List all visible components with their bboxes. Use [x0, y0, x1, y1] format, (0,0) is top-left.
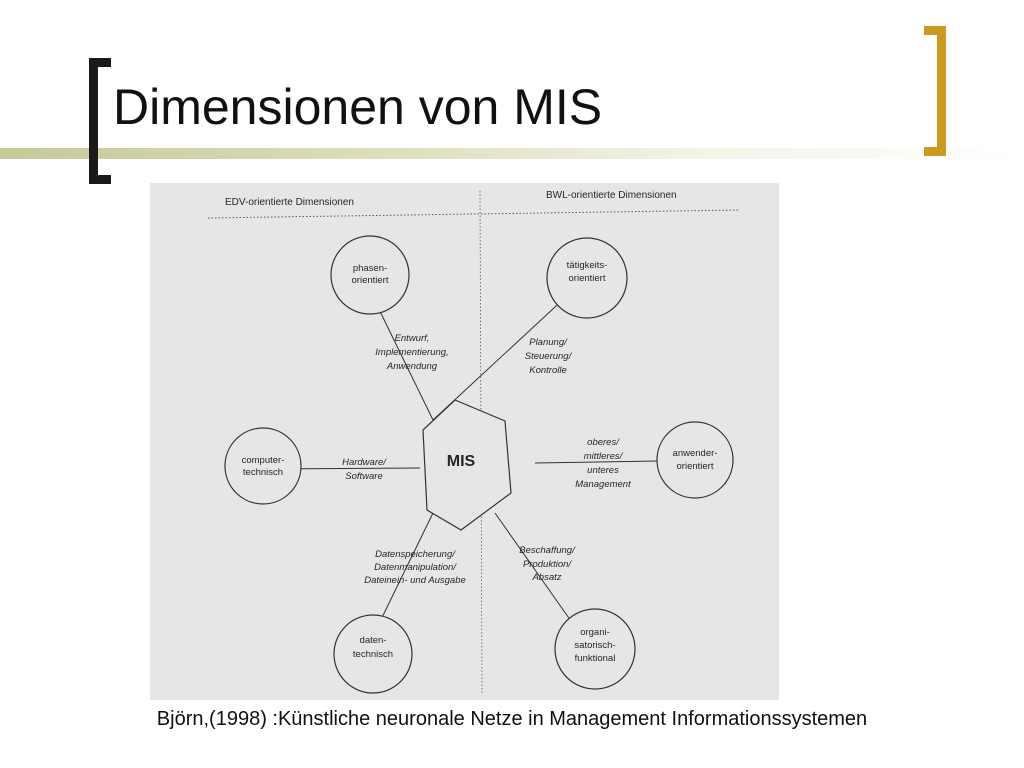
- node-circle-daten: [333, 614, 413, 694]
- node-anwender-line-1: anwender-: [673, 448, 718, 459]
- edge-organisatorisch-line-3: Absatz: [531, 572, 561, 583]
- right-bracket-decoration: [924, 26, 946, 156]
- edge-daten-line-2: Datenmanipulation/: [374, 562, 457, 573]
- node-computer-line-1: computer-: [242, 455, 285, 466]
- edge-taetigkeits-line-3: Kontrolle: [529, 365, 567, 376]
- edge-daten-line-3: Dateinein- und Ausgabe: [364, 575, 466, 586]
- edge-organisatorisch-line-1: Beschaffung/: [519, 545, 576, 556]
- header-divider-line: [207, 209, 741, 219]
- node-phasen-line-2: orientiert: [352, 275, 389, 286]
- node-circle-anwender: [656, 421, 734, 499]
- node-circle-taetigkeits: [546, 237, 628, 319]
- edge-anwender-line-2: mittleres/: [584, 451, 624, 462]
- left-bracket-decoration: [89, 58, 111, 184]
- edge-line-organisatorisch: [494, 512, 579, 632]
- edge-taetigkeits-line-2: Steuerung/: [525, 351, 573, 362]
- mis-center-label: MIS: [447, 453, 476, 470]
- edge-line-anwender: [534, 460, 658, 464]
- source-caption: Björn,(1998) :Künstliche neuronale Netze…: [156, 708, 868, 730]
- node-daten-line-2: technisch: [353, 649, 393, 660]
- diagram-svg: EDV-orientierte Dimensionen BWL-orientie…: [207, 190, 741, 696]
- edge-line-taetigkeits: [432, 294, 569, 421]
- edge-computer-line-1: Hardware/: [342, 457, 387, 468]
- edge-phasen-line-1: Entwurf,: [395, 333, 430, 344]
- edge-anwender-line-4: Management: [575, 479, 631, 490]
- edge-phasen-line-2: Implementierung,: [375, 347, 448, 358]
- header-left-label: EDV-orientierte Dimensionen: [225, 197, 354, 208]
- slide-title: Dimensionen von MIS: [113, 79, 603, 135]
- node-circle-phasen: [330, 235, 410, 315]
- node-phasen-line-1: phasen-: [353, 263, 387, 274]
- node-daten-line-1: daten-: [360, 635, 387, 646]
- edge-taetigkeits-line-1: Planung/: [529, 337, 568, 348]
- node-taetigkeits-line-1: tätigkeits-: [567, 260, 608, 271]
- edge-organisatorisch-line-2: Produktion/: [523, 559, 572, 570]
- mis-hexagon: [422, 399, 512, 531]
- node-taetigkeits-line-2: orientiert: [569, 273, 606, 284]
- node-circle-organisatorisch: [554, 608, 636, 690]
- edge-computer-line-2: Software: [345, 471, 383, 482]
- node-organisatorisch-line-1: organi-: [580, 627, 610, 638]
- header-right-label: BWL-orientierte Dimensionen: [546, 190, 677, 201]
- edge-anwender-line-1: oberes/: [587, 437, 620, 448]
- mis-dimensions-diagram: EDV-orientierte Dimensionen BWL-orientie…: [150, 183, 779, 700]
- node-circle-computer: [224, 427, 302, 505]
- title-underline-bar: [0, 148, 1024, 159]
- edge-phasen-line-3: Anwendung: [386, 361, 438, 372]
- edge-anwender-line-3: unteres: [587, 465, 619, 476]
- node-computer-line-2: technisch: [243, 467, 283, 478]
- node-organisatorisch-line-3: funktional: [575, 653, 616, 664]
- edge-daten-line-1: Datenspeicherung/: [375, 549, 456, 560]
- node-anwender-line-2: orientiert: [677, 461, 714, 472]
- edge-line-phasen: [371, 294, 434, 421]
- node-organisatorisch-line-2: satorisch-: [574, 640, 615, 651]
